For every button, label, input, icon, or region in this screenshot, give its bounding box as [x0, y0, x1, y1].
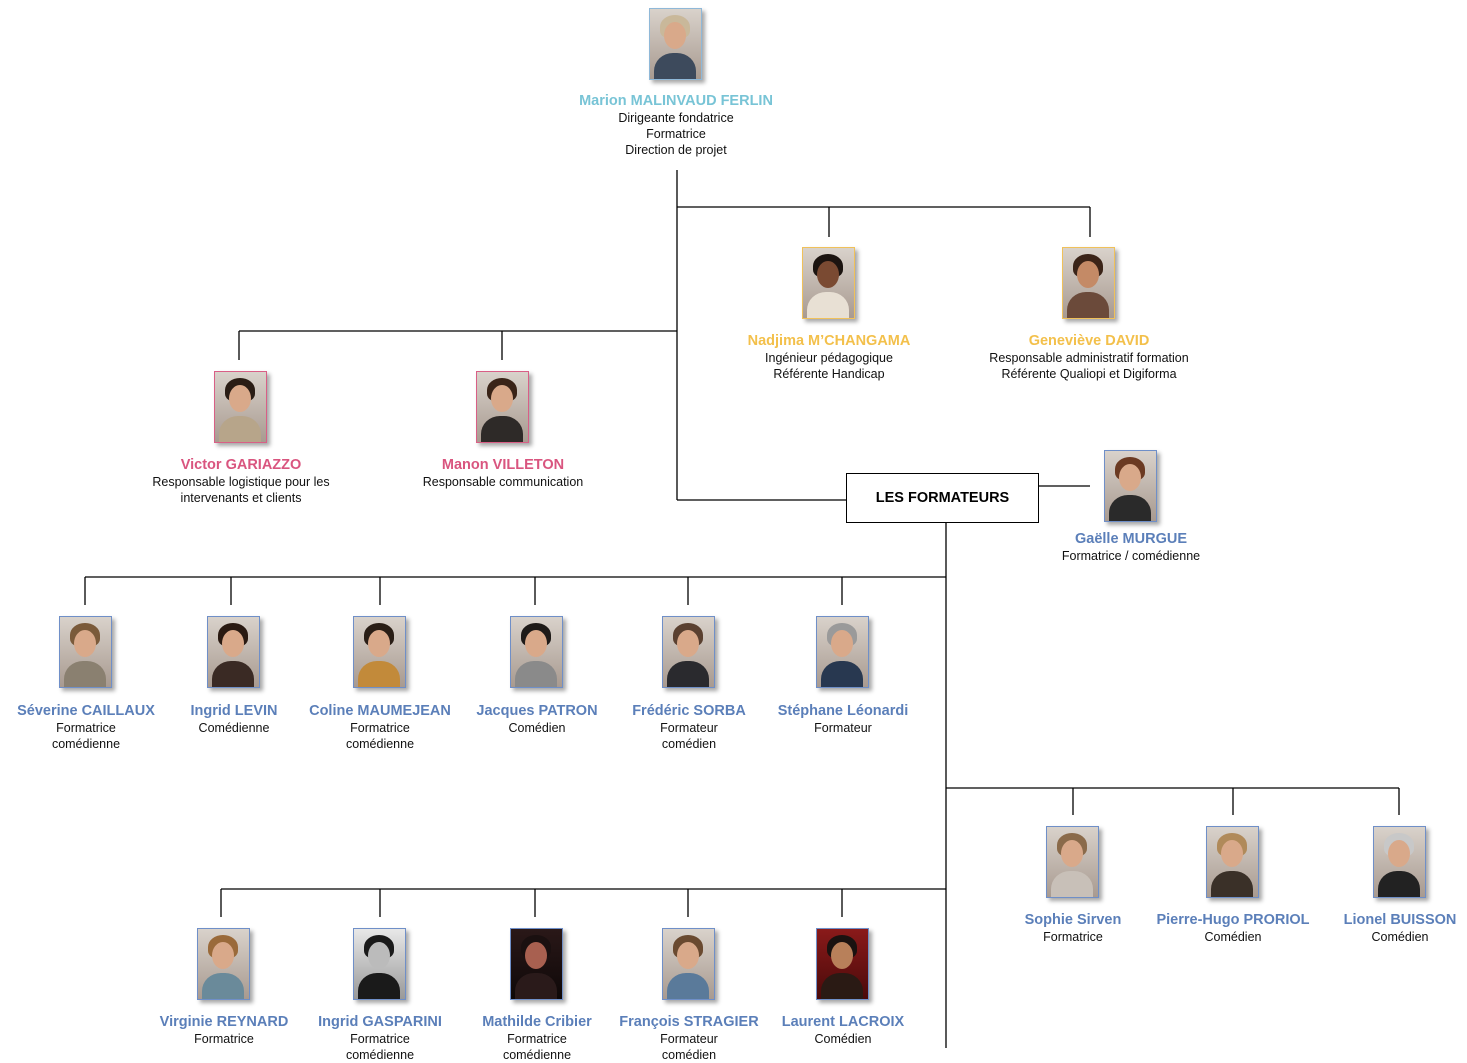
person-role: Ingénieur pédagogique	[765, 351, 893, 365]
person-role: Comédien	[1204, 930, 1262, 944]
person-role: comédienne	[345, 1048, 415, 1062]
person-role: Comédien	[508, 721, 566, 735]
person-role: Comédien	[1371, 930, 1429, 944]
person-role: Formatrice	[194, 1032, 254, 1046]
person-role: comédien	[661, 1048, 717, 1062]
person-name: Séverine CAILLAUX	[17, 703, 155, 719]
portrait-photo	[802, 247, 855, 319]
portrait-photo	[816, 616, 869, 688]
person-name: Virginie REYNARD	[159, 1014, 289, 1030]
person-name: Stéphane Léonardi	[777, 703, 909, 719]
formateurs-box: LES FORMATEURS	[846, 473, 1039, 523]
portrait-photo	[1062, 247, 1115, 319]
person-role: intervenants et clients	[180, 491, 302, 505]
portrait-photo	[816, 928, 869, 1000]
person-role: Formatrice	[350, 721, 410, 735]
person-role: Formateur	[814, 721, 872, 735]
portrait-photo	[353, 616, 406, 688]
person-name: Coline MAUMEJEAN	[309, 703, 451, 719]
person-role: Comédien	[814, 1032, 872, 1046]
person-role: Direction de projet	[625, 143, 727, 157]
portrait-photo	[197, 928, 250, 1000]
person-role: Formateur	[660, 721, 718, 735]
portrait-photo	[353, 928, 406, 1000]
person-role: Responsable administratif formation	[989, 351, 1189, 365]
person-name: Mathilde Cribier	[482, 1014, 592, 1030]
portrait-photo	[207, 616, 260, 688]
person-name: Lionel BUISSON	[1343, 912, 1457, 928]
person-name: Nadjima M’CHANGAMA	[747, 333, 911, 349]
person-name: François STRAGIER	[619, 1014, 759, 1030]
person-role: comédienne	[345, 737, 415, 751]
person-name: Manon VILLETON	[441, 457, 565, 473]
person-name: Ingrid LEVIN	[190, 703, 278, 719]
person-name: Pierre-Hugo PRORIOL	[1156, 912, 1310, 928]
person-name: Frédéric SORBA	[632, 703, 746, 719]
person-name: Gaëlle MURGUE	[1075, 531, 1187, 547]
portrait-photo	[1206, 826, 1259, 898]
person-role: Formatrice	[350, 1032, 410, 1046]
portrait-photo	[1373, 826, 1426, 898]
person-name: Ingrid GASPARINI	[318, 1014, 442, 1030]
portrait-photo	[510, 928, 563, 1000]
portrait-photo	[59, 616, 112, 688]
portrait-photo	[662, 616, 715, 688]
person-role: Responsable communication	[422, 475, 584, 489]
portrait-photo	[1046, 826, 1099, 898]
person-name: Victor GARIAZZO	[180, 457, 302, 473]
person-role: Dirigeante fondatrice	[618, 111, 734, 125]
person-role: Formatrice	[507, 1032, 567, 1046]
portrait-photo	[510, 616, 563, 688]
person-role: Formatrice	[56, 721, 116, 735]
portrait-photo	[649, 8, 702, 80]
person-role: comédien	[661, 737, 717, 751]
person-name: Jacques PATRON	[476, 703, 598, 719]
person-role: Formatrice / comédienne	[1061, 549, 1201, 563]
person-role: Formateur	[660, 1032, 718, 1046]
person-role: Référente Handicap	[773, 367, 885, 381]
person-name: Sophie Sirven	[1024, 912, 1122, 928]
person-name: Laurent LACROIX	[781, 1014, 905, 1030]
formateurs-label: LES FORMATEURS	[875, 490, 1010, 506]
person-name: Geneviève DAVID	[1028, 333, 1150, 349]
person-role: comédienne	[502, 1048, 572, 1062]
person-role: Formatrice	[1043, 930, 1103, 944]
person-role: Responsable logistique pour les	[152, 475, 330, 489]
person-role: comédienne	[51, 737, 121, 751]
portrait-photo	[214, 371, 267, 443]
person-role: Formatrice	[646, 127, 706, 141]
person-role: Référente Qualiopi et Digiforma	[1001, 367, 1177, 381]
portrait-photo	[476, 371, 529, 443]
portrait-photo	[1104, 450, 1157, 522]
portrait-photo	[662, 928, 715, 1000]
person-name: Marion MALINVAUD FERLIN	[579, 93, 773, 109]
person-role: Comédienne	[198, 721, 270, 735]
